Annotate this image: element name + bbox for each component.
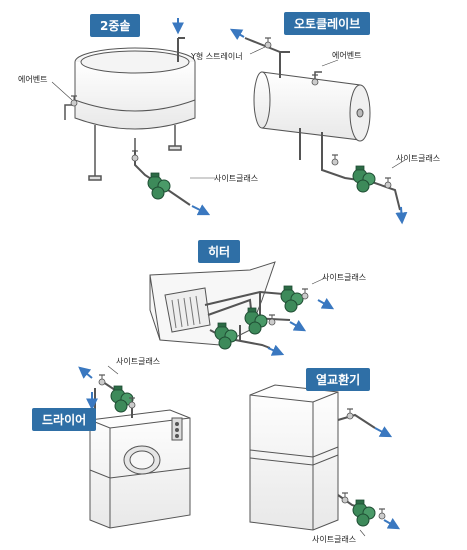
- y-strainer-leader: [249, 46, 266, 55]
- condensate-line-2: [299, 128, 401, 211]
- label-heat-exchanger: 열교환기: [306, 368, 371, 391]
- label-autoclave: 오토클레이브: [284, 12, 371, 35]
- outlet-arrow-5: [383, 518, 401, 530]
- autoclave-diagram: [229, 28, 408, 225]
- sight-glass-leader-4: [107, 365, 119, 375]
- autoclave-vessel: [253, 71, 371, 142]
- outlet-valve-2: [384, 177, 392, 189]
- callout-air-vent-2: 에어벤트: [332, 51, 362, 60]
- double-boiler-tank: [74, 47, 196, 130]
- callout-sight-glass-4: 사이트글래스: [116, 357, 161, 366]
- steam-inlet-arrow-5: [374, 426, 393, 438]
- heater-coil-fins: [171, 295, 201, 329]
- sight-glass-3: [301, 288, 309, 300]
- heater-diagram: [149, 261, 335, 356]
- air-vent-leader-2: [321, 59, 339, 67]
- outlet-valve-5: [378, 508, 386, 520]
- heat-exchanger-diagram: [249, 384, 401, 537]
- air-vent-2: [311, 71, 322, 86]
- sight-glass-3b: [268, 314, 276, 326]
- inlet-valve-5: [346, 408, 354, 420]
- outlet-arrow-3a: [317, 298, 335, 310]
- label-dryer: 드라이어: [32, 408, 97, 431]
- steam-inlet-arrow-4: [78, 366, 93, 379]
- dryer-cabinet: [89, 409, 191, 529]
- callout-sight-glass-5: 사이트글래스: [312, 535, 357, 544]
- label-heater: 히터: [198, 240, 241, 263]
- steam-inlet-pipe: [177, 37, 185, 62]
- callout-sight-glass-3: 사이트글래스: [322, 273, 367, 282]
- sight-glass-5: [341, 492, 349, 504]
- label-double-boiler: 2중솥: [90, 14, 141, 37]
- sight-glass-4: [98, 374, 106, 386]
- steam-trap-6: [110, 385, 134, 413]
- steam-inlet-arrow-2: [229, 28, 245, 41]
- double-boiler-legs: [88, 125, 182, 181]
- sight-glass-leader-3: [311, 277, 326, 285]
- outlet-arrow-1: [191, 204, 211, 216]
- callout-y-strainer: Y형 스트레이너: [191, 52, 243, 61]
- strainer-valve: [264, 37, 272, 49]
- sight-glass-2: [331, 154, 339, 166]
- callout-air-vent-1: 에어벤트: [18, 75, 48, 84]
- air-vent-leader-1: [51, 81, 73, 101]
- outlet-arrow-2: [395, 206, 408, 225]
- steam-trap-7: [352, 499, 376, 527]
- sight-glass-leader-5: [359, 529, 366, 537]
- air-vent-1: [64, 95, 78, 120]
- dryer-diagram: [78, 365, 191, 529]
- callout-sight-glass-2: 사이트글래스: [396, 154, 441, 163]
- steam-trap-3: [280, 285, 304, 313]
- callout-sight-glass-1: 사이트글래스: [214, 174, 259, 183]
- steam-trap-1: [147, 172, 171, 200]
- sight-glass-1: [131, 150, 139, 162]
- outlet-arrow-3c: [267, 344, 285, 356]
- outlet-arrow-3b: [289, 320, 307, 332]
- steam-trap-2: [352, 165, 376, 193]
- sight-glass-leader-2: [391, 159, 406, 169]
- double-boiler-diagram: [51, 18, 215, 216]
- heat-exchanger-cabinet: [249, 384, 339, 531]
- autoclave-steam-line: [244, 37, 290, 78]
